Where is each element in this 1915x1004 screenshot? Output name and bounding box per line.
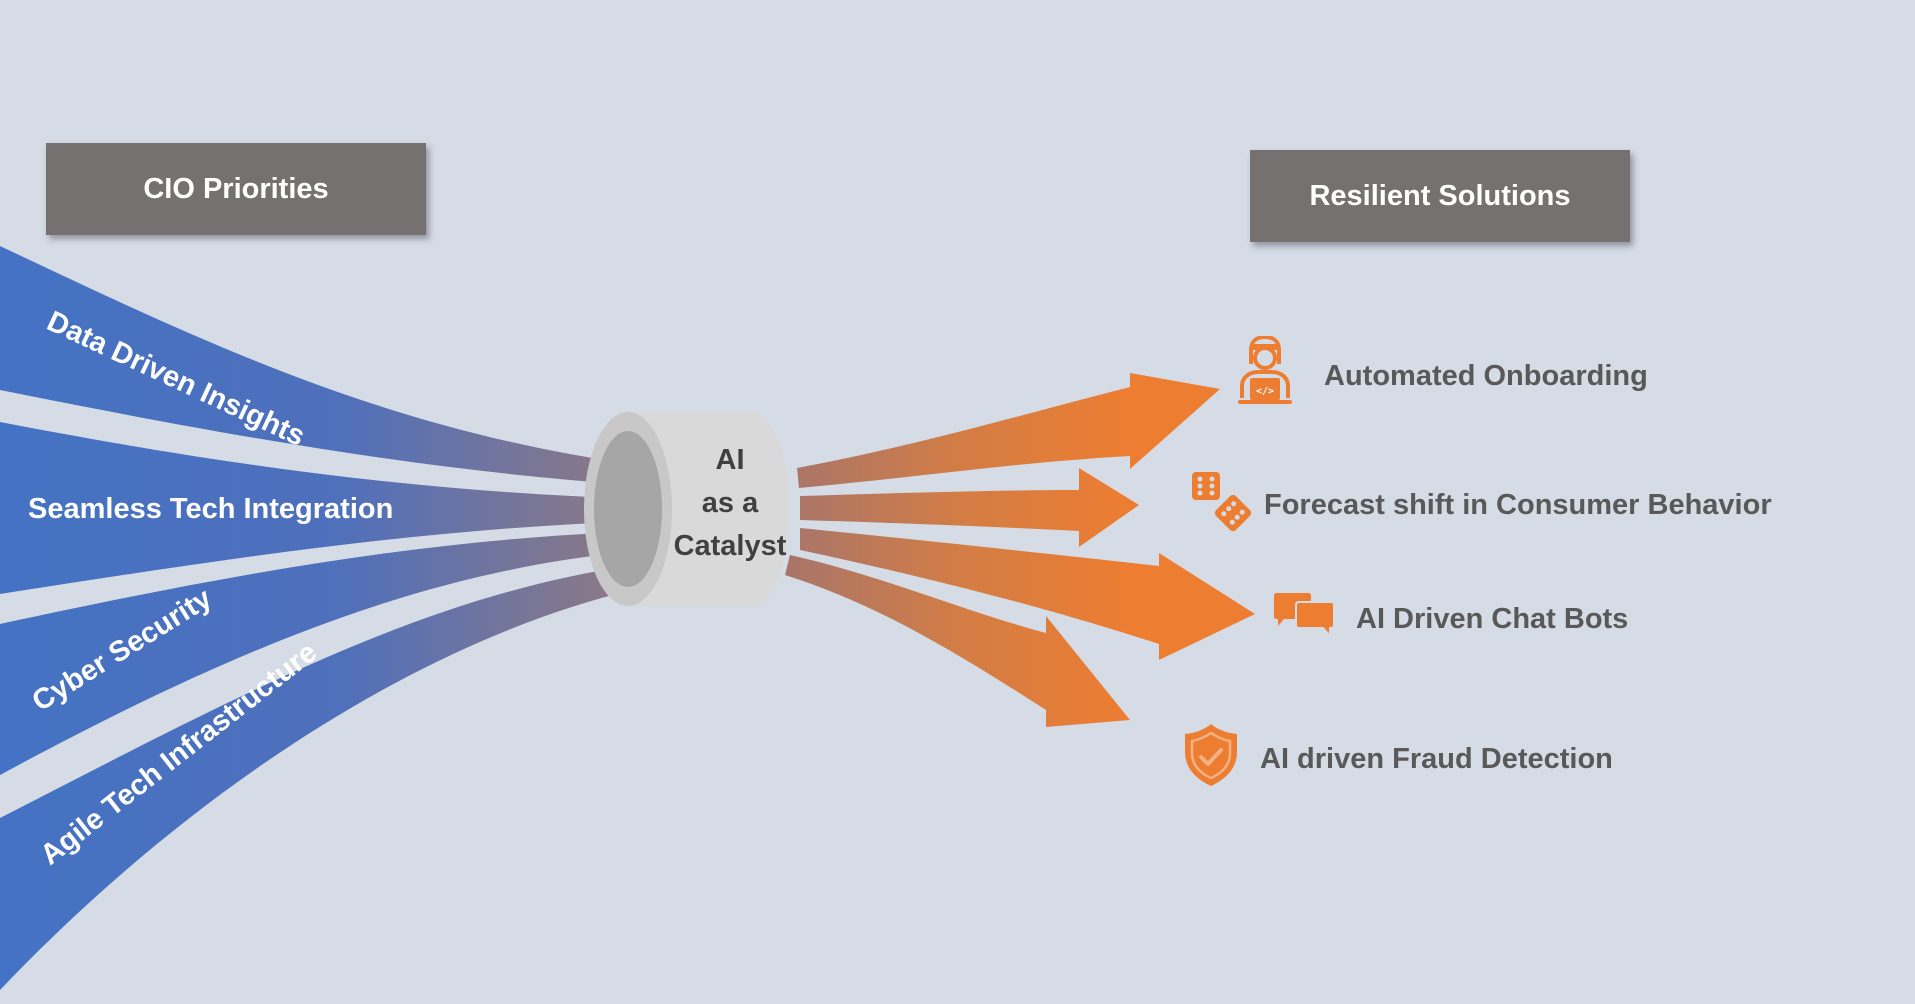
solution-automated-onboarding: </> Automated Onboarding xyxy=(1236,334,1648,416)
shield-check-icon xyxy=(1182,722,1240,796)
dice-icon xyxy=(1190,470,1252,540)
solution-arrow-forecast xyxy=(800,468,1139,547)
catalyst-line-3: Catalyst xyxy=(674,530,787,562)
chat-bubbles-icon xyxy=(1272,592,1336,646)
catalyst-cylinder xyxy=(584,412,790,606)
solution-arrow-chatbots xyxy=(800,528,1255,660)
catalyst-line-1: AI xyxy=(716,444,745,476)
priority-band-seamless-tech-integration xyxy=(0,422,680,594)
solution-ai-fraud-detection: AI driven Fraud Detection xyxy=(1182,722,1613,796)
cio-priorities-title: CIO Priorities xyxy=(143,172,329,205)
resilient-solutions-header: Resilient Solutions xyxy=(1250,150,1630,242)
solution-arrow-fraud xyxy=(785,555,1130,727)
solution-label: AI driven Fraud Detection xyxy=(1260,742,1613,775)
solution-label: Automated Onboarding xyxy=(1324,359,1648,392)
solution-label: AI Driven Chat Bots xyxy=(1356,602,1629,635)
solution-ai-chat-bots: AI Driven Chat Bots xyxy=(1272,592,1628,646)
priority-band-agile-tech-infrastructure xyxy=(0,560,680,990)
cio-priorities-header: CIO Priorities xyxy=(46,143,426,235)
svg-text:</>: </> xyxy=(1256,386,1274,397)
solution-label: Forecast shift in Consumer Behavior xyxy=(1264,488,1772,521)
priority-label: Seamless Tech Integration xyxy=(28,493,393,525)
catalyst-line-2: as a xyxy=(702,487,759,519)
developer-laptop-icon: </> xyxy=(1236,334,1294,416)
solution-forecast-consumer-behavior: Forecast shift in Consumer Behavior xyxy=(1190,470,1772,540)
priority-band-cyber-security xyxy=(0,530,680,775)
solution-arrow-onboarding xyxy=(797,373,1220,488)
resilient-solutions-title: Resilient Solutions xyxy=(1309,179,1571,212)
